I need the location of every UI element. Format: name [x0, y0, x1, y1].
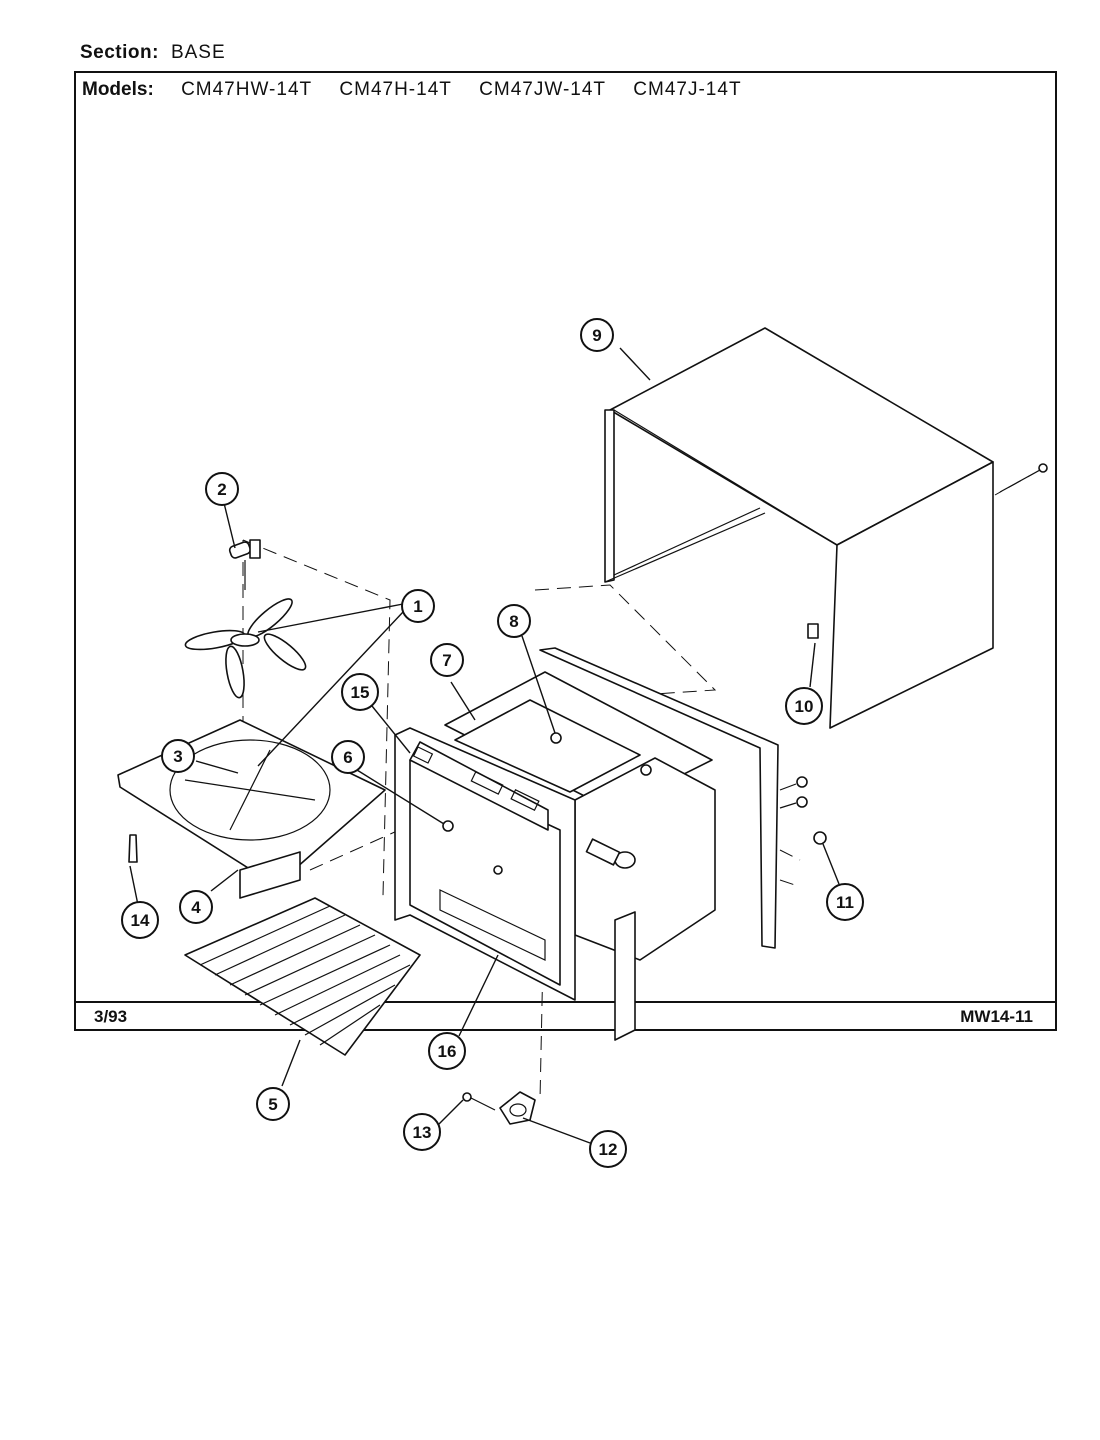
callout-11: 11: [826, 883, 864, 921]
svg-text:10: 10: [795, 697, 814, 716]
svg-text:3: 3: [173, 747, 182, 766]
model-number: CM47HW-14T: [181, 79, 313, 100]
svg-text:13: 13: [413, 1123, 432, 1142]
svg-text:7: 7: [442, 651, 451, 670]
callout-10: 10: [785, 687, 823, 725]
svg-text:8: 8: [509, 612, 518, 631]
callout-5: 5: [256, 1087, 290, 1121]
svg-text:12: 12: [599, 1140, 618, 1159]
callout-16: 16: [428, 1032, 466, 1070]
callout-13: 13: [403, 1113, 441, 1151]
screw-part: [442, 820, 454, 832]
svg-text:6: 6: [343, 748, 352, 767]
svg-text:5: 5: [268, 1095, 277, 1114]
callout-9: 9: [580, 318, 614, 352]
callout-14: 14: [121, 901, 159, 939]
models-label: Models:: [82, 79, 154, 100]
callout-7: 7: [430, 643, 464, 677]
callout-6: 6: [331, 740, 365, 774]
callout-4: 4: [179, 890, 213, 924]
bottom-bracket-part: [462, 1091, 536, 1125]
svg-text:15: 15: [351, 683, 370, 702]
callout-3: 3: [161, 739, 195, 773]
footer-divider: [76, 1001, 1055, 1003]
svg-text:9: 9: [592, 326, 601, 345]
diagram-code: MW14-11: [960, 1007, 1033, 1026]
outer-cabinet-part: [604, 327, 1048, 729]
svg-text:11: 11: [836, 893, 854, 912]
callout-12: 12: [589, 1130, 627, 1168]
callout-2: 2: [205, 472, 239, 506]
callout-1: 1: [401, 589, 435, 623]
models-heading: Models: CM47HW-14T CM47H-14T CM47JW-14T …: [82, 79, 742, 101]
callout-leader-lines: [129, 347, 840, 1144]
screw-part: [813, 831, 827, 845]
revision-date: 3/93: [94, 1007, 128, 1026]
section-label: Section:: [80, 42, 159, 63]
oven-cavity-part: [394, 647, 827, 1041]
svg-text:2: 2: [217, 480, 226, 499]
svg-text:16: 16: [438, 1042, 457, 1061]
callout-8: 8: [497, 604, 531, 638]
section-heading: Section: BASE: [80, 42, 226, 64]
svg-text:1: 1: [413, 597, 422, 616]
section-value: BASE: [170, 42, 226, 63]
callout-15: 15: [341, 673, 379, 711]
model-number: CM47H-14T: [339, 79, 452, 100]
diagram-frame: Models: CM47HW-14T CM47H-14T CM47JW-14T …: [74, 71, 1057, 1031]
model-number: CM47J-14T: [633, 79, 742, 100]
oven-rack-part: [184, 897, 421, 1056]
model-number: CM47JW-14T: [479, 79, 607, 100]
svg-text:14: 14: [131, 911, 150, 930]
clip-part: [807, 623, 819, 639]
svg-text:4: 4: [191, 898, 201, 917]
